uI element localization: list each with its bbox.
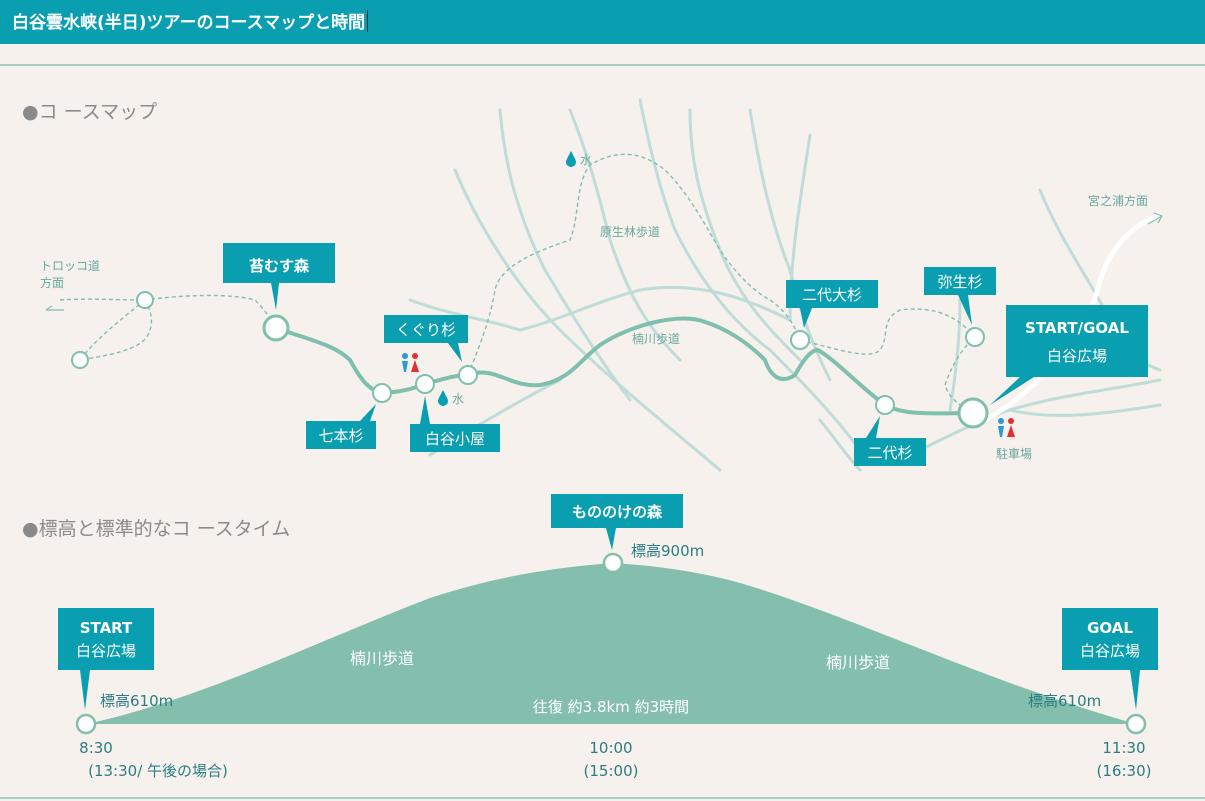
time-start: 8:30 [79,739,113,757]
waypoint-startgoal [957,397,989,429]
torokko-arrow-icon [45,305,64,311]
page-title-text: 白谷雲水峡(半日)ツアーのコースマップと時間 [12,13,366,33]
restroom-icon [998,418,1015,437]
stream [498,108,632,402]
callout-yayoi-label: 弥生杉 [937,273,982,291]
stream [818,418,862,472]
callout-nanahon: 七本杉 [306,404,376,449]
restroom-icon [402,353,419,372]
callout-startgoal-line2: 白谷広場 [1047,347,1107,365]
left-trail-label: 楠川歩道 [350,649,414,668]
page-header: 白谷雲水峡(半日)ツアーのコースマップと時間 [0,0,1205,44]
water-icon [566,151,576,167]
trail-loop-west [78,299,153,361]
callout-nidai: 二代杉 [854,416,926,466]
stream [748,108,832,382]
waypoint-west-bottom [71,351,89,369]
profile-goal-node [1125,713,1147,735]
map-section-title: ●コ ースマップ [22,101,157,123]
callout-goal: GOAL 白谷広場 [1062,608,1158,710]
genseirin-label: 原生林歩道 [600,224,660,239]
stream [453,168,722,472]
time-end-afternoon: (16:30) [1097,762,1152,780]
stream [1008,403,1162,417]
callout-mononoke-label: もののけの森 [572,503,663,521]
stream [408,285,792,332]
trail-yayoi [799,308,976,414]
callout-nidai-label: 二代杉 [867,444,912,462]
time-start-afternoon: (13:30/ 午後の場合) [88,762,228,780]
callout-kuguri-label: くぐり杉 [396,321,456,339]
waypoint-yayoi [965,327,985,347]
callout-nanahon-label: 七本杉 [318,427,363,445]
time-mid-afternoon: (15:00) [584,762,639,780]
waypoint-shiratani-hut [415,374,435,394]
miyanoura-arrow-icon [1147,212,1163,225]
callout-goal-line1: GOAL [1087,619,1133,637]
bottom-separator [0,797,1205,799]
callout-kuguri: くぐり杉 [384,315,468,362]
callout-startgoal-line1: START/GOAL [1025,319,1129,337]
waypoint-koke [262,314,290,342]
water-label-shiratani: 水 [452,392,464,406]
callout-shiratani-hut: 白谷小屋 [410,396,500,452]
kusugawa-map-label: 楠川歩道 [632,331,680,346]
trail-torokko [59,294,277,329]
stream [638,98,862,452]
start-elevation: 標高610m [100,692,173,710]
callout-koke-label: 苔むす森 [249,257,310,275]
water-label-top: 水 [580,153,592,167]
trail-genseirin [467,153,801,376]
text-cursor [367,10,369,32]
stream [568,108,682,362]
miyanoura-road [982,212,1163,423]
callout-start: START 白谷広場 [58,608,154,710]
streams [408,98,1162,472]
side-trails [59,153,976,414]
torokko-label-2: 方面 [40,275,64,290]
waypoint-nidai-o [790,330,810,350]
goal-elevation: 標高610m [1028,692,1101,710]
right-trail-label: 楠川歩道 [826,653,890,672]
callout-nidai-o-label: 二代大杉 [802,286,862,304]
time-mid: 10:00 [589,739,632,757]
callout-startgoal: START/GOAL 白谷広場 [990,305,1148,405]
course-summary: 往復 約3.8km 約3時間 [533,698,689,716]
peak-elevation: 標高900m [631,542,704,560]
stream [688,108,802,362]
miyanoura-label: 宮之浦方面 [1088,193,1148,208]
page-title: 白谷雲水峡(半日)ツアーのコースマップと時間 [12,10,369,35]
profile-start-node [75,713,97,735]
top-separator [0,64,1205,66]
callout-shiratani-hut-label: 白谷小屋 [425,430,485,448]
elevation-profile [86,563,1136,724]
time-end: 11:30 [1102,739,1145,757]
stream [948,298,962,412]
waypoint-west-top [136,291,154,309]
waypoint-nanahon [372,383,392,403]
profile-peak-node [602,552,624,574]
profile-section-title: ●標高と標準的なコ ースタイム [22,518,290,540]
torokko-label: トロッコ道 [40,259,100,273]
parking-label: 駐車場 [996,446,1032,461]
callout-nidai-o: 二代大杉 [786,280,878,328]
callout-start-line2: 白谷広場 [76,642,136,660]
callout-mononoke: もののけの森 [551,494,683,550]
waypoint-kuguri [458,365,478,385]
callout-koke: 苔むす森 [223,243,335,310]
callout-goal-line2: 白谷広場 [1080,642,1140,660]
callout-start-line1: START [80,619,133,637]
water-icon [438,390,448,406]
callout-yayoi: 弥生杉 [924,267,996,325]
waypoint-nidai [875,395,895,415]
